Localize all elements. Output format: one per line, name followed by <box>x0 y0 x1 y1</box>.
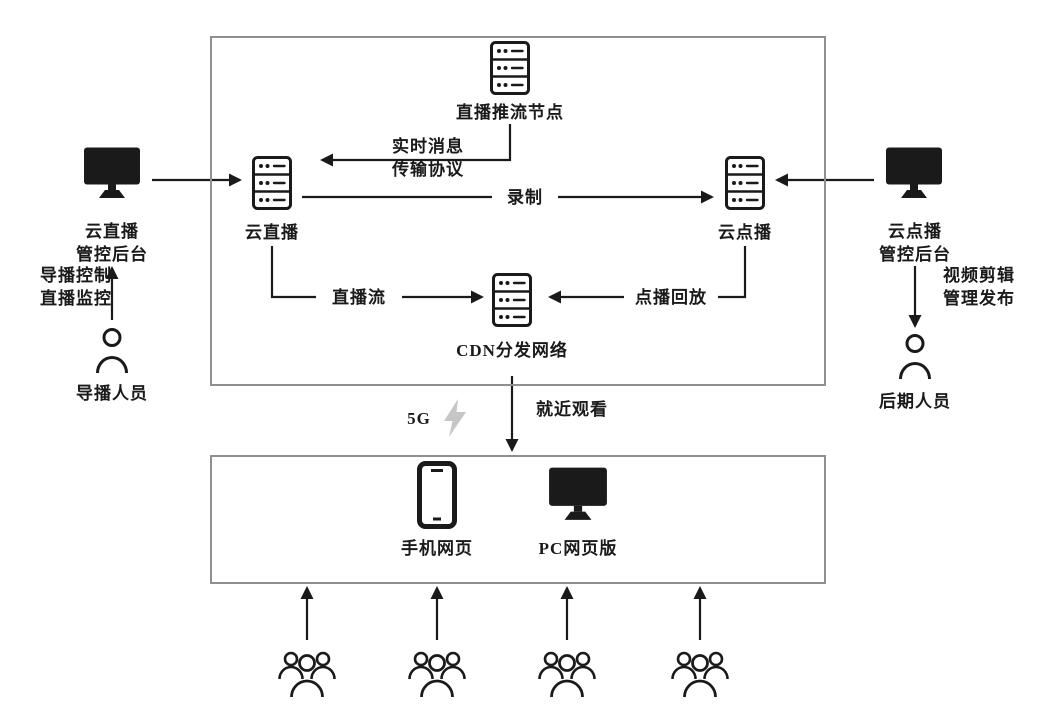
audience-group-2 <box>408 646 466 698</box>
cloud-vod-label: 云点播 <box>718 223 772 242</box>
network-5g-label: 5G <box>407 409 431 428</box>
server-icon <box>725 156 765 210</box>
push-node <box>486 40 534 96</box>
audience-group-1 <box>278 646 336 698</box>
lightning-icon <box>444 399 466 437</box>
vod-console-label: 云点播 管控后台 <box>879 222 951 264</box>
person-icon <box>899 334 931 380</box>
post-person <box>896 332 934 380</box>
post-flow-label: 视频剪辑 管理发布 <box>943 266 1015 308</box>
live-console-label: 云直播 管控后台 <box>76 222 148 264</box>
cdn-server <box>488 272 536 328</box>
lightning <box>442 398 468 438</box>
monitor-icon <box>84 147 140 198</box>
arrow-pushnode-to-cloudlive <box>320 124 512 167</box>
post-label: 后期人员 <box>879 392 951 411</box>
client-zone <box>210 455 826 584</box>
audience-group-4 <box>671 646 729 698</box>
monitor-icon <box>549 467 607 520</box>
cloud-live-server <box>248 155 296 211</box>
audience-group-icon <box>671 651 729 698</box>
cloud-services-zone <box>210 36 826 386</box>
server-icon <box>252 156 292 210</box>
director-person <box>93 326 131 374</box>
vod-playback-label: 点播回放 <box>624 286 718 309</box>
arrow-livestream-to-cdn <box>270 246 484 304</box>
server-icon <box>492 273 532 327</box>
nearby-watch-label: 就近观看 <box>536 400 608 419</box>
monitor-icon <box>886 147 942 198</box>
person-icon <box>96 328 128 374</box>
cloud-live-label: 云直播 <box>245 223 299 242</box>
arrow-vodplayback-to-cdn <box>548 246 747 304</box>
record-label: 录制 <box>492 186 558 209</box>
audience-group-icon <box>538 651 596 698</box>
cdn-label: CDN分发网络 <box>456 341 568 360</box>
audience-group-icon <box>408 651 466 698</box>
realtime-protocol-label: 实时消息 传输协议 <box>392 137 464 179</box>
server-icon <box>490 41 530 95</box>
phone-icon <box>417 461 457 529</box>
pc-label: PC网页版 <box>538 539 618 558</box>
live-stream-label: 直播流 <box>316 286 402 309</box>
director-flow-label: 导播控制 直播监控 <box>40 266 112 308</box>
live-console <box>82 146 142 200</box>
cloud-vod-server <box>721 155 769 211</box>
audience-group-icon <box>278 651 336 698</box>
audience-group-3 <box>538 646 596 698</box>
director-label: 导播人员 <box>76 384 148 403</box>
push-node-label: 直播推流节点 <box>456 103 564 122</box>
pc-client <box>547 466 609 522</box>
mobile-label: 手机网页 <box>401 539 473 558</box>
vod-console <box>884 146 944 200</box>
mobile-client <box>416 460 458 530</box>
